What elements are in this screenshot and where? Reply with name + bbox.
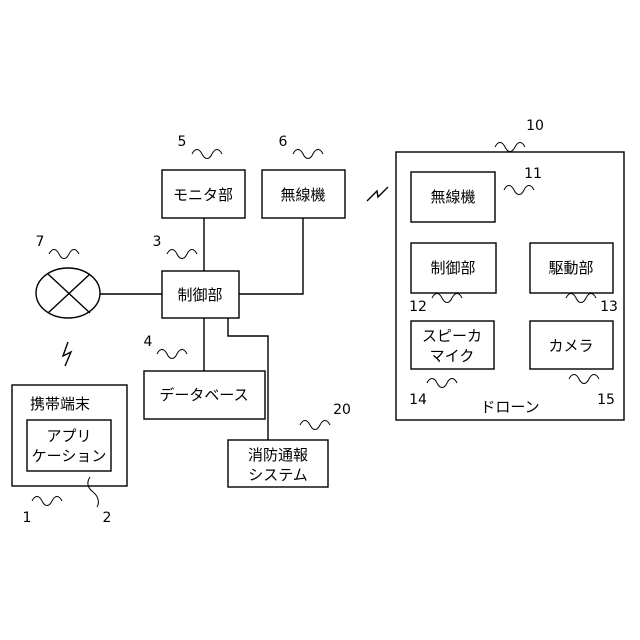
fire-system-label-line2: システム: [248, 466, 308, 484]
database-block: データベース: [144, 371, 265, 419]
drone-controller-label: 制御部: [430, 259, 475, 277]
drone-controller-block: 制御部: [411, 243, 496, 293]
ref-speaker-mic: 14: [409, 392, 427, 408]
application-block: アプリ ケーション: [27, 420, 111, 471]
drive-unit-block: 駆動部: [530, 243, 613, 293]
mobile-terminal-label: 携帯端末: [30, 395, 90, 413]
fire-system-block: 消防通報 システム: [228, 440, 328, 487]
ref-drone-controller: 12: [409, 299, 427, 315]
ref-controller: 3: [153, 234, 162, 250]
fire-system-label-line1: 消防通報: [248, 446, 308, 464]
controller-label: 制御部: [177, 286, 222, 304]
drone-label: ドローン: [480, 398, 539, 416]
monitor-block: モニタ部: [162, 170, 245, 218]
speaker-mic-block: スピーカ マイク: [411, 321, 494, 369]
radio-block: 無線機: [262, 170, 345, 218]
speaker-mic-label-line2: マイク: [430, 347, 475, 365]
ref-mobile-terminal: 1: [23, 510, 32, 526]
mobile-terminal-block: 携帯端末 アプリ ケーション: [12, 385, 127, 486]
leader-controller: [167, 250, 197, 259]
ref-drone-radio: 11: [524, 166, 542, 182]
line-controller-radio: [239, 218, 303, 294]
ref-fire-system: 20: [333, 402, 351, 418]
application-label-line1: アプリ: [46, 427, 91, 445]
alarm-symbol: [36, 268, 100, 318]
leader-database: [157, 350, 187, 359]
radio-label: 無線機: [280, 186, 325, 204]
wireless-link-icon: [367, 187, 388, 201]
leader-radio: [293, 150, 323, 159]
ref-monitor: 5: [178, 134, 187, 150]
ref-application: 2: [103, 510, 112, 526]
ref-camera: 15: [597, 392, 615, 408]
ref-drive-unit: 13: [600, 299, 618, 315]
speaker-mic-label-line1: スピーカ: [422, 327, 482, 345]
database-label: データベース: [159, 386, 248, 404]
ref-alarm: 7: [36, 234, 45, 250]
drone-block: ドローン 無線機 制御部 駆動部 スピーカ マイク カメラ: [396, 152, 624, 420]
drive-unit-label: 駆動部: [548, 259, 593, 277]
controller-block: 制御部: [162, 271, 239, 318]
camera-label: カメラ: [548, 337, 593, 355]
ref-database: 4: [144, 334, 153, 350]
leader-fire-system: [300, 421, 330, 430]
monitor-label: モニタ部: [173, 186, 233, 204]
application-label-line2: ケーション: [32, 447, 107, 465]
ref-radio: 6: [279, 134, 288, 150]
ref-drone: 10: [526, 118, 544, 134]
leader-drone: [495, 143, 525, 152]
drone-radio-block: 無線機: [411, 172, 495, 222]
wireless-link-icon-mobile: [63, 342, 71, 366]
leader-monitor: [192, 150, 222, 159]
camera-block: カメラ: [530, 321, 613, 369]
leader-alarm: [49, 250, 79, 259]
drone-radio-label: 無線機: [430, 188, 475, 206]
leader-mobile-terminal: [32, 497, 62, 506]
